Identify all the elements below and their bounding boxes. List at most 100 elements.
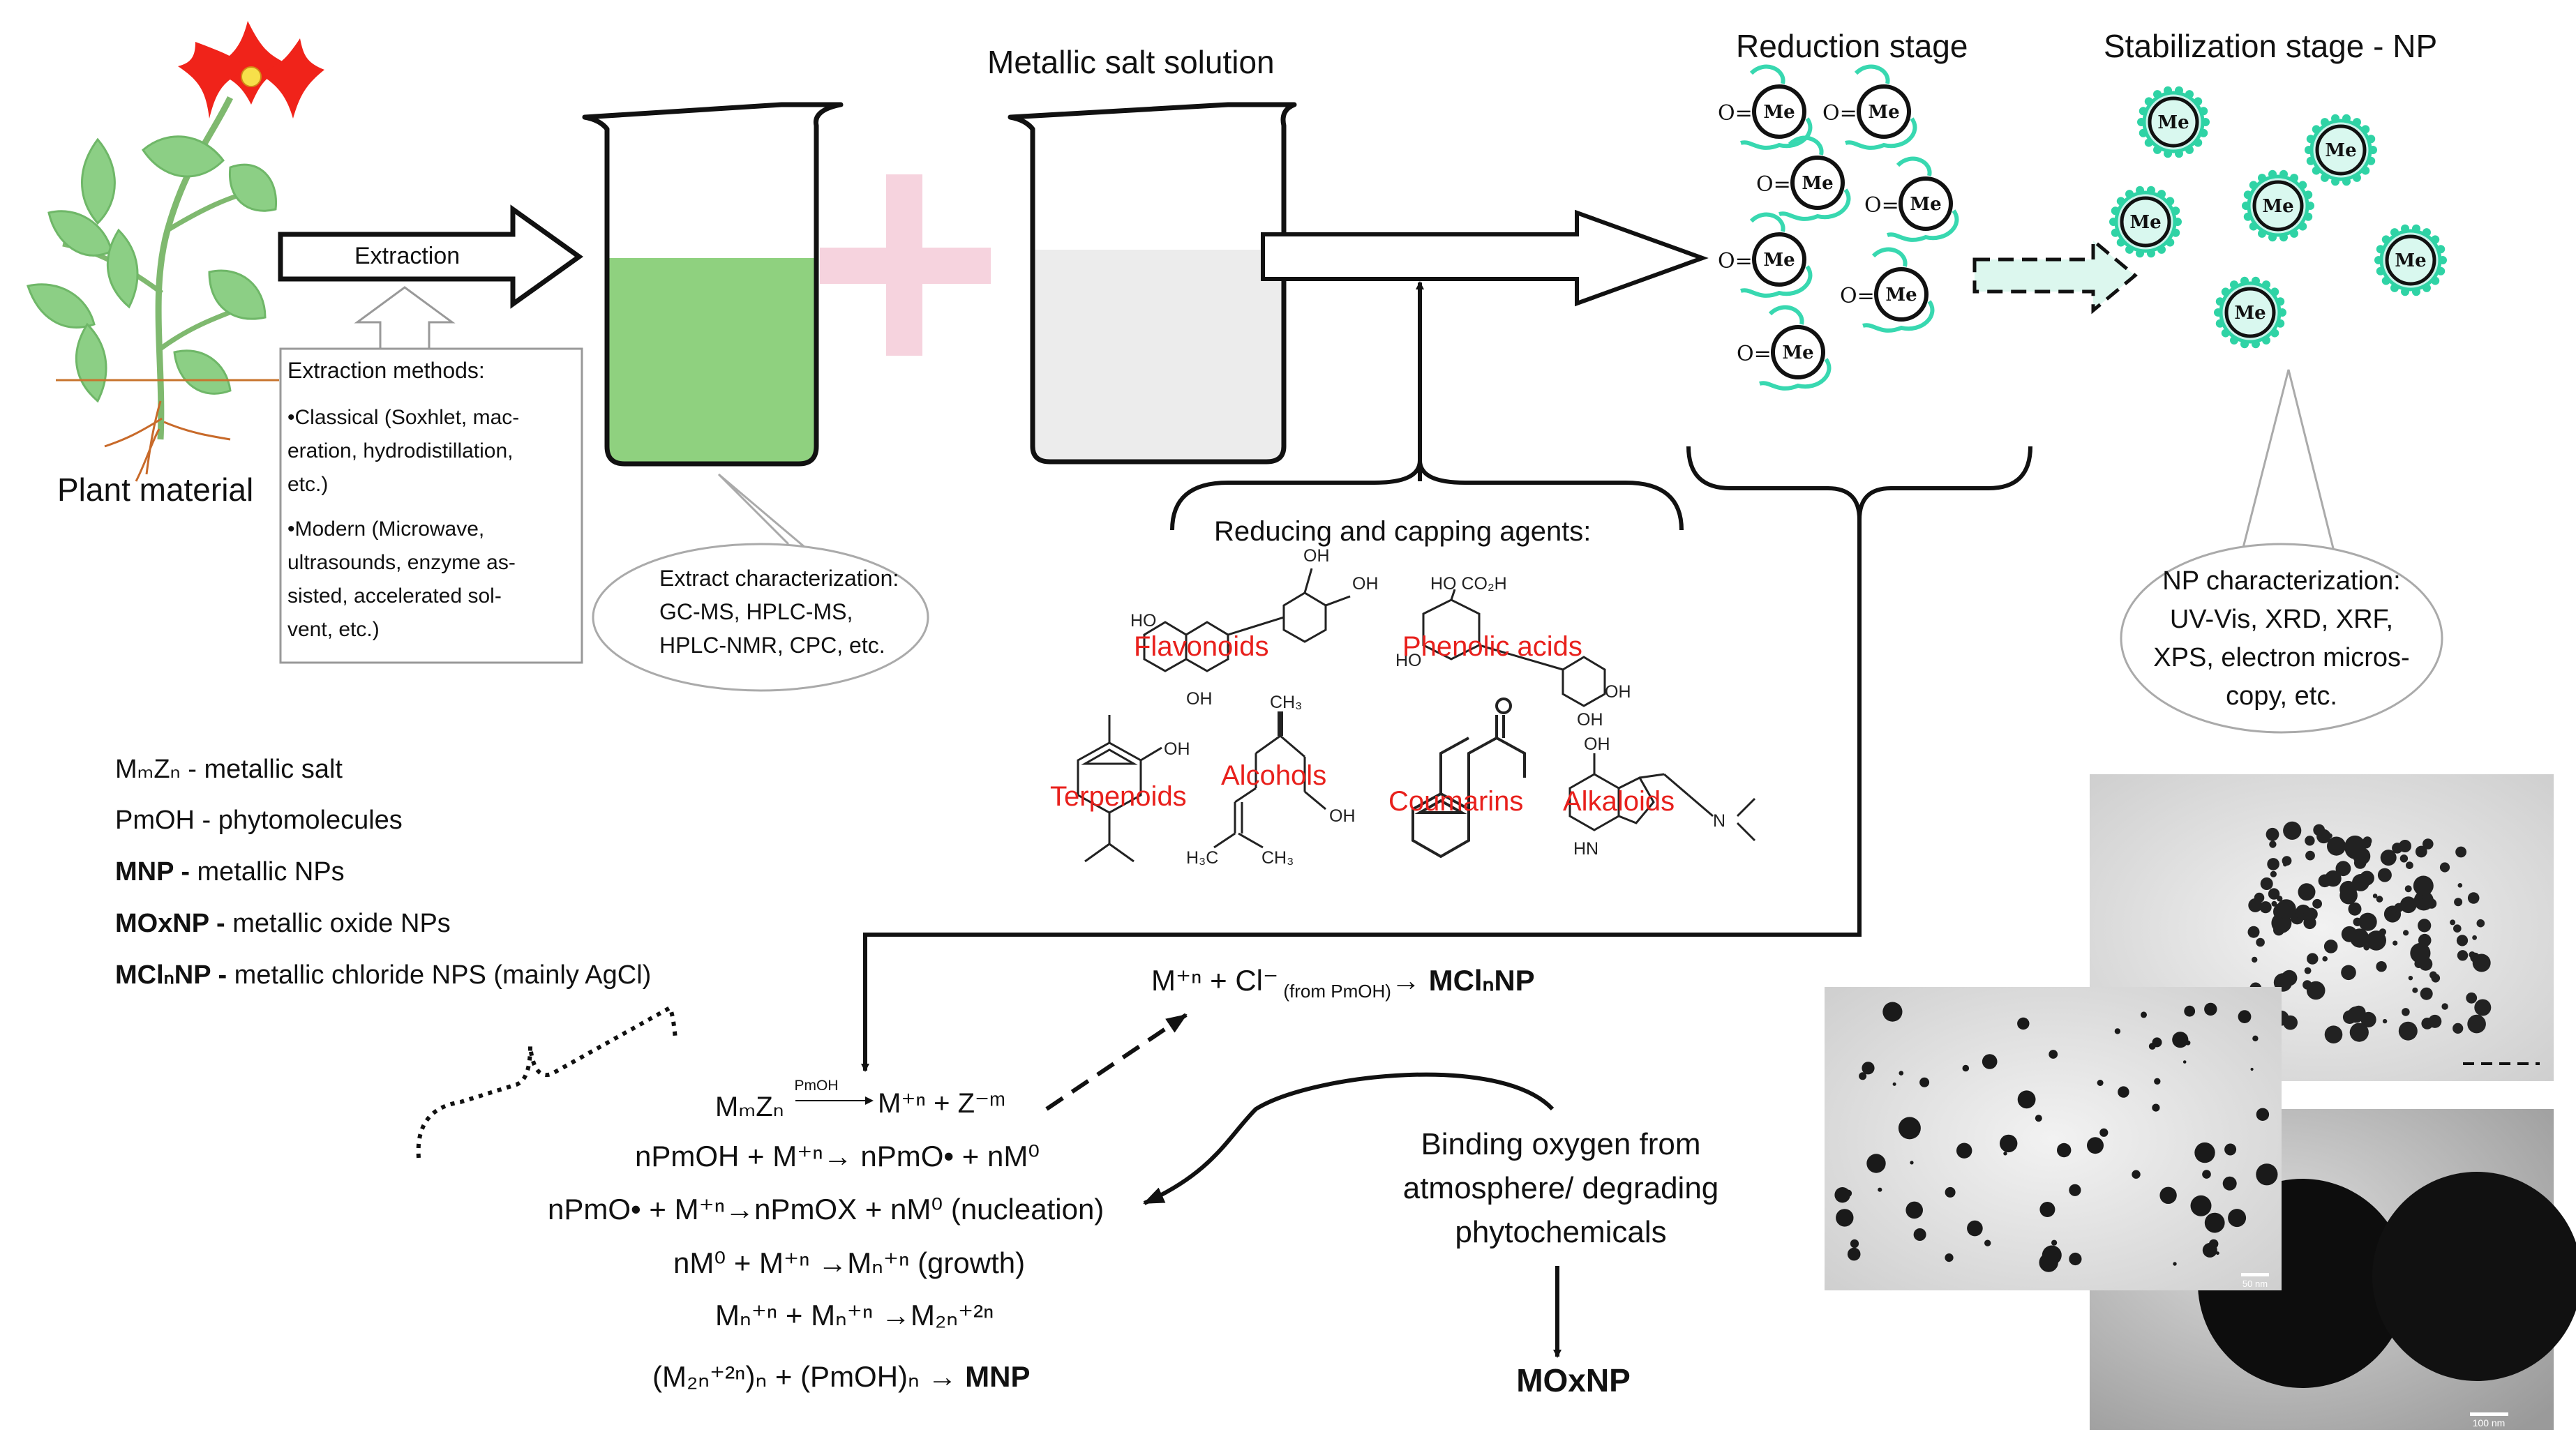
classical-line-3: etc.)	[287, 473, 328, 496]
metal-label: Me	[1868, 102, 1899, 123]
chem-oh-6: OH	[1164, 739, 1190, 759]
extraction-arrow: Extraction	[278, 204, 584, 309]
metal-label: Me	[1802, 173, 1833, 194]
class-terpenoids: Terpenoids	[1050, 781, 1187, 812]
svg-text:O=: O=	[1737, 342, 1772, 366]
reduction-label: Reduction stage	[1736, 28, 1968, 64]
metal-label: Me	[2234, 303, 2266, 324]
reduction-brace	[861, 446, 2032, 1072]
legend-mclnp: MClₙNP - metallic chloride NPS (mainly A…	[115, 960, 651, 990]
np-char-line-3: XPS, electron micros-	[2153, 643, 2409, 672]
alcohol-structure	[1213, 711, 1326, 849]
metal-label: Me	[1910, 194, 1941, 215]
chem-oh-1: OH	[1303, 546, 1330, 566]
classical-line-2: eration, hydrodistillation,	[287, 439, 514, 462]
reaction-4: nM⁰ + M⁺ⁿ →Mₙ⁺ⁿ (growth)	[673, 1246, 1025, 1279]
legend-mnp: MNP - metallic NPs	[115, 857, 345, 887]
scale-large: 100 nm	[2473, 1417, 2506, 1428]
chloride-dashed-arrow	[1045, 1013, 1188, 1111]
reducing-particle: Me O=	[1822, 64, 1917, 150]
methods-title: Extraction methods:	[287, 358, 485, 383]
oxygen-binding-note: Binding oxygen from atmosphere/ degradin…	[1403, 1127, 1719, 1398]
oxygen-curved-arrow	[1143, 1072, 1555, 1205]
chem-ch3-1: CH₃	[1270, 693, 1302, 712]
reduction-stage: Reduction stage MeO=MeO=MeO=MeO=MeO=MeO=…	[1718, 28, 1968, 391]
extraction-methods-box: Extraction methods: •Classical (Soxhlet,…	[279, 347, 583, 664]
np-char-line-2: UV-Vis, XRD, XRF,	[2170, 605, 2393, 634]
svg-text:O=: O=	[1718, 101, 1753, 126]
moxnp-product: MOxNP	[1516, 1362, 1631, 1398]
chem-oh-8: OH	[1584, 734, 1610, 754]
coumarin-structure	[1411, 697, 1526, 859]
oxygen-line-1: Binding oxygen from	[1421, 1127, 1700, 1161]
legend-moxnp: MOxNP - metallic oxide NPs	[115, 909, 451, 938]
agents-title: Reducing and capping agents:	[1214, 516, 1591, 547]
modern-line-4: vent, etc.)	[287, 618, 380, 641]
main-process-arrow	[1261, 209, 1709, 307]
reducing-particle: MeO=	[1718, 212, 1813, 298]
extract-char-line-1: Extract characterization:	[659, 566, 899, 591]
chem-oh-4: OH	[1605, 682, 1631, 702]
stabilized-particle: Me	[2214, 276, 2286, 349]
metal-label: Me	[2325, 140, 2356, 161]
chem-ch3-2: CH₃	[1261, 848, 1294, 868]
classical-line-1: •Classical (Soxhlet, mac-	[287, 406, 519, 429]
np-characterization-callout: NP characterization: UV-Vis, XRD, XRF, X…	[2120, 369, 2443, 734]
plant-illustration: Plant material	[27, 21, 324, 508]
modern-line-3: sisted, accelerated sol-	[287, 585, 502, 608]
chem-oh-2: OH	[1352, 574, 1379, 594]
class-coumarins: Coumarins	[1388, 786, 1523, 817]
stabilized-particle: Me	[2242, 169, 2314, 242]
metal-label: Me	[2129, 212, 2161, 233]
reducing-agents: Reducing and capping agents: HO OH OH OH…	[1050, 516, 1756, 868]
metal-label: Me	[2157, 112, 2189, 133]
metal-label: Me	[1763, 250, 1795, 271]
methods-up-arrow	[354, 286, 456, 349]
stabilized-particle: Me	[2109, 186, 2182, 258]
reaction-6: (M₂ₙ⁺²ⁿ)ₙ + (PmOH)ₙ → MNP	[652, 1360, 1030, 1393]
extract-characterization-callout: Extract characterization: GC-MS, HPLC-MS…	[592, 473, 929, 692]
reaction-3: nPmO• + M⁺ⁿ→nPmOX + nM⁰ (nucleation)	[548, 1193, 1104, 1225]
terpenoid-structure	[1077, 715, 1162, 863]
class-phenolic-acids: Phenolic acids	[1402, 631, 1582, 662]
extraction-label: Extraction	[354, 243, 460, 269]
oxygen-line-2: atmosphere/ degrading	[1403, 1171, 1719, 1205]
micrograph-center: 50 nm	[1825, 987, 2282, 1290]
reducing-particle: Me O=	[1840, 247, 1935, 333]
svg-text:O=: O=	[1840, 284, 1875, 308]
metal-label: Me	[2395, 250, 2426, 271]
legend-pmoh: PmOH - phytomolecules	[115, 806, 403, 835]
legend-salt: MₘZₙ - metallic salt	[115, 755, 343, 784]
reducing-particle: MeO=	[1737, 305, 1832, 391]
stage-transition-arrow	[1972, 236, 2138, 315]
svg-text:O=: O=	[1822, 101, 1857, 126]
plant-material-label: Plant material	[57, 472, 253, 508]
oxygen-line-3: phytochemicals	[1455, 1215, 1666, 1249]
chem-ho-1: HO	[1130, 611, 1157, 631]
class-flavonoids: Flavonoids	[1134, 631, 1268, 662]
svg-text:O=: O=	[1864, 193, 1899, 218]
plus-sign	[820, 174, 991, 356]
stabilized-particle: Me	[2137, 86, 2210, 158]
reducing-particle: MeO=	[1756, 135, 1851, 221]
reactions: PmOH MₘZₙ M⁺ⁿ + Z⁻ᵐ M⁺ⁿ + Cl⁻ (from PmOH…	[548, 964, 1535, 1393]
class-alcohols: Alcohols	[1221, 760, 1326, 791]
np-char-line-4: copy, etc.	[2226, 681, 2337, 711]
salt-label: Metallic salt solution	[987, 44, 1275, 80]
chem-ho-2: HO	[1395, 651, 1422, 670]
reaction-1-catalyst: PmOH	[795, 1078, 839, 1094]
stabilized-particle: Me	[2305, 114, 2377, 186]
reducing-particle: Me O=	[1864, 156, 1959, 242]
chem-oh-5: OH	[1577, 710, 1603, 730]
modern-line-1: •Modern (Microwave,	[287, 518, 484, 541]
metal-label: Me	[1885, 285, 1917, 306]
metal-label: Me	[2262, 196, 2293, 217]
dotted-brace	[416, 1004, 677, 1159]
extract-beaker	[582, 102, 844, 467]
extract-char-line-2: GC-MS, HPLC-MS,	[659, 599, 853, 624]
class-alkaloids: Alkaloids	[1563, 786, 1675, 817]
chem-n: N	[1713, 811, 1725, 831]
scale-small: 50 nm	[2242, 1279, 2268, 1289]
